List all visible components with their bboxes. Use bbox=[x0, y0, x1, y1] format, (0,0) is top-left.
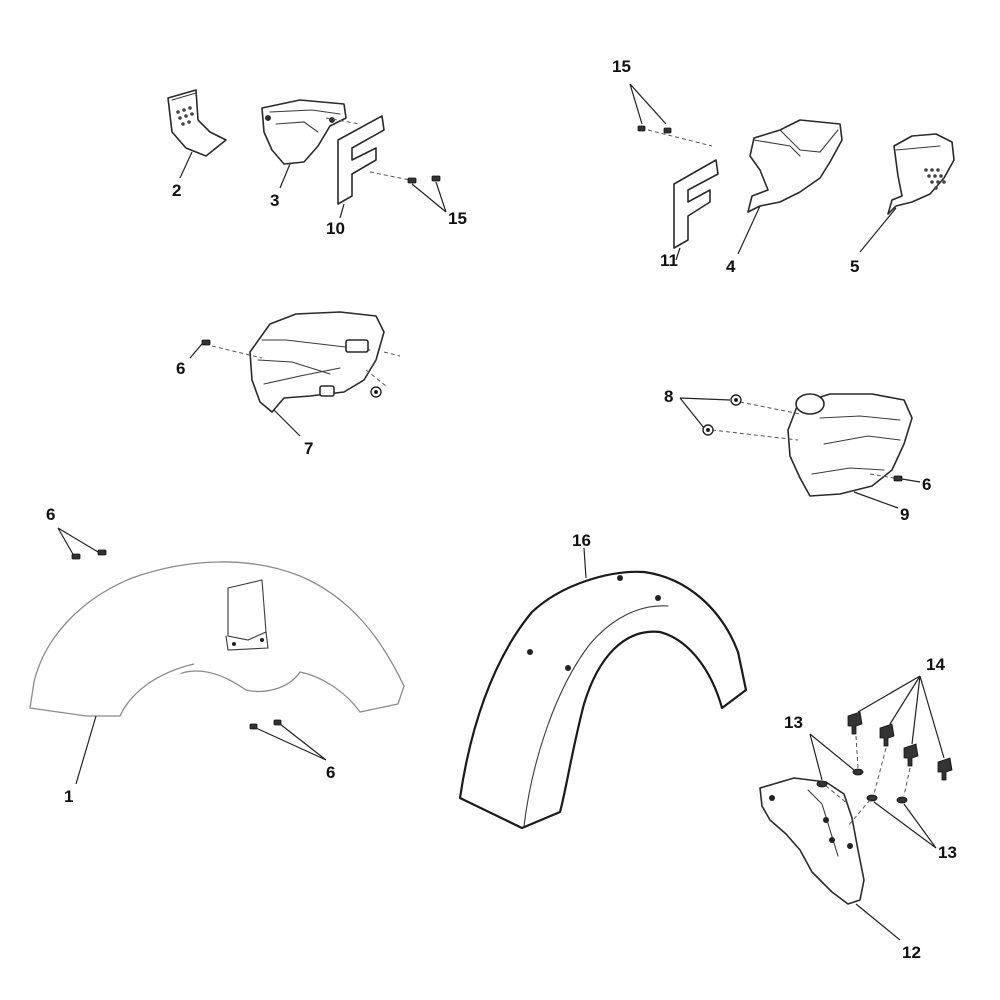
fastener-6 bbox=[893, 475, 903, 482]
washers-13 bbox=[816, 768, 908, 804]
callout-13-bottom: 13 bbox=[938, 843, 957, 862]
callout-16: 16 bbox=[572, 531, 591, 550]
part-9-shroud: 8 6 9 bbox=[664, 387, 931, 524]
callout-6-fender-top: 6 bbox=[46, 505, 55, 524]
fastener-15-left bbox=[407, 175, 441, 184]
callout-9: 9 bbox=[900, 505, 909, 524]
callout-12: 12 bbox=[902, 943, 921, 962]
callout-10: 10 bbox=[326, 219, 345, 238]
callout-2: 2 bbox=[172, 181, 181, 200]
part-1-front-fender: 6 6 1 bbox=[29, 505, 405, 806]
part-10-emblem: 10 15 bbox=[326, 115, 467, 238]
callout-8: 8 bbox=[664, 387, 673, 406]
part-2-side-cover: 2 bbox=[167, 89, 227, 200]
part-7-shroud: 6 7 bbox=[176, 311, 401, 458]
callout-7: 7 bbox=[304, 439, 313, 458]
callout-14: 14 bbox=[926, 655, 945, 674]
callout-15-left: 15 bbox=[448, 209, 467, 228]
part-12-bracket: 14 13 13 12 bbox=[759, 655, 957, 962]
fasteners-14 bbox=[847, 711, 953, 781]
part-5-side-cover: 5 bbox=[850, 133, 955, 276]
callout-5: 5 bbox=[850, 257, 859, 276]
callout-1: 1 bbox=[64, 787, 73, 806]
callout-6-right: 6 bbox=[922, 475, 931, 494]
callout-15-right: 15 bbox=[612, 57, 631, 76]
callout-6-shroud: 6 bbox=[176, 359, 185, 378]
part-11-emblem: 15 11 bbox=[612, 57, 719, 270]
callout-11: 11 bbox=[660, 251, 678, 270]
callout-13-top: 13 bbox=[784, 713, 803, 732]
callout-3: 3 bbox=[270, 191, 279, 210]
part-3-side-cover: 3 bbox=[261, 99, 361, 210]
callout-6-fender-bottom: 6 bbox=[326, 763, 335, 782]
part-16-rear-fender: 16 bbox=[458, 531, 748, 830]
callout-4: 4 bbox=[726, 257, 736, 276]
part-4-side-cover: 4 bbox=[726, 119, 843, 276]
fastener-6 bbox=[201, 339, 211, 346]
